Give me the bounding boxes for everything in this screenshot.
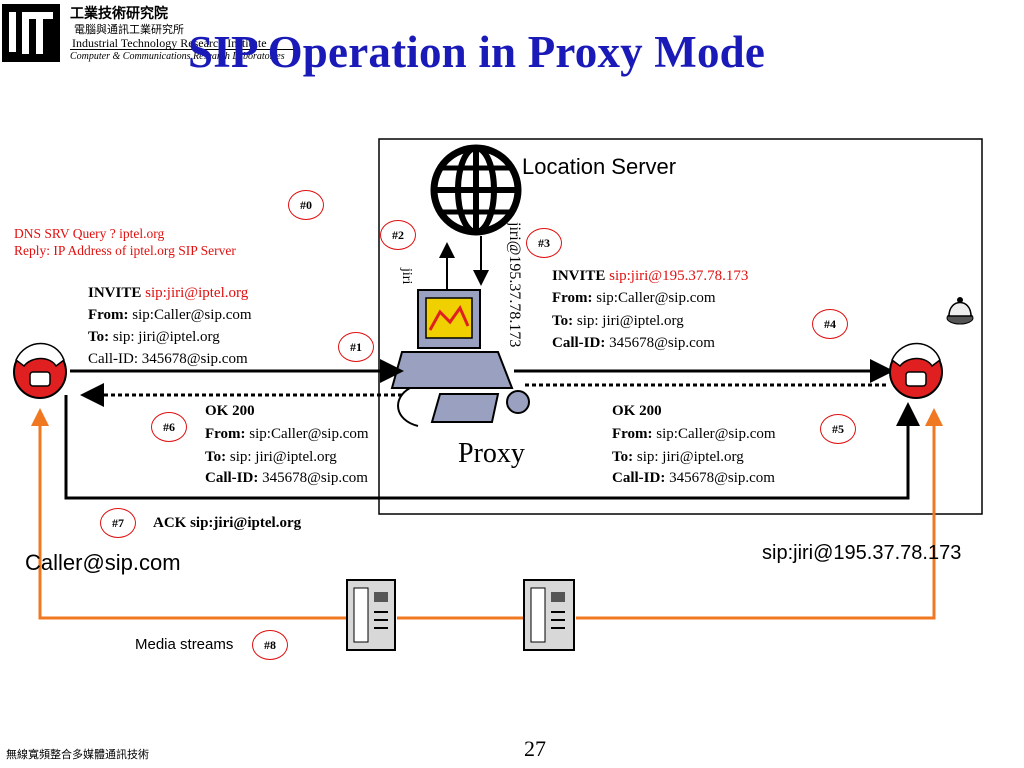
caller-address: Caller@sip.com xyxy=(25,550,181,575)
media-streams-label: Media streams xyxy=(135,636,234,653)
invite1-to-label: To: xyxy=(88,329,110,345)
arrow-7-ack xyxy=(64,395,920,500)
invite1-uri: sip:jiri@iptel.org xyxy=(145,285,249,301)
invite2-uri: sip:jiri@195.37.78.173 xyxy=(609,268,749,284)
invite2-callid-line: Call-ID: 345678@sip.com xyxy=(552,332,715,355)
globe-icon xyxy=(430,144,522,236)
proxy-label: Proxy xyxy=(458,438,525,469)
ok-right-from-value: sip:Caller@sip.com xyxy=(656,426,776,442)
invite1-from-line: From: sip:Caller@sip.com xyxy=(88,304,252,327)
ok-left-to-line: To: sip: jiri@iptel.org xyxy=(205,446,337,469)
step-badge-7: #7 xyxy=(100,508,136,538)
page-number: 27 xyxy=(524,736,546,761)
step-badge-3: #3 xyxy=(526,228,562,258)
org-name-en: Industrial Technology Research Institute xyxy=(72,36,267,50)
step-badge-4: #4 xyxy=(812,309,848,339)
logo-icon xyxy=(2,4,60,62)
server-icon-left xyxy=(346,579,396,651)
ok-right-from-line: From: sip:Caller@sip.com xyxy=(612,423,776,446)
ok-left-to-label: To: xyxy=(205,449,227,465)
location-uri-vertical: jiri@195.37.78.173 xyxy=(506,222,523,348)
step-badge-8: #8 xyxy=(252,630,288,660)
ok-right-callid-label: Call-ID: xyxy=(612,470,666,486)
step-badge-6: #6 xyxy=(151,412,187,442)
invite2-from-value: sip:Caller@sip.com xyxy=(596,290,716,306)
computer-icon xyxy=(390,289,530,427)
ack-label: ACK sip:jiri@iptel.org xyxy=(153,515,302,531)
bell-icon xyxy=(946,297,974,325)
step-badge-2: #2 xyxy=(380,220,416,250)
ok-right-to-label: To: xyxy=(612,449,634,465)
step-badge-0: #0 xyxy=(288,190,324,220)
invite2-to-value: sip: jiri@iptel.org xyxy=(576,313,684,329)
ok-right-callid-value: 345678@sip.com xyxy=(669,470,775,486)
footer-course-title: 無線寬頻整合多媒體通訊技術 xyxy=(6,749,149,761)
location-server-label: Location Server xyxy=(522,154,677,179)
invite2-line: INVITE sip:jiri@195.37.78.173 xyxy=(552,265,748,288)
org-divider xyxy=(70,49,296,50)
page-title: SIP Operation in Proxy Mode xyxy=(188,27,766,77)
invite1-from-label: From: xyxy=(88,307,129,323)
jiri-vertical: jiri xyxy=(399,268,414,285)
media-line-right xyxy=(576,520,936,620)
invite1-to-line: To: sip: jiri@iptel.org xyxy=(88,326,220,349)
ok-left-callid-value: 345678@sip.com xyxy=(262,470,368,486)
dns-reply: Reply: IP Address of iptel.org SIP Serve… xyxy=(14,243,236,258)
invite1-from-value: sip:Caller@sip.com xyxy=(132,307,252,323)
ok-right-to-value: sip: jiri@iptel.org xyxy=(636,449,744,465)
invite2-callid-label: Call-ID: xyxy=(552,335,606,351)
org-lab-en: Computer & Communications Research Labor… xyxy=(70,51,285,62)
ok-left-from-line: From: sip:Caller@sip.com xyxy=(205,423,369,446)
ok-left-from-label: From: xyxy=(205,426,246,442)
invite1-callid: Call-ID: 345678@sip.com xyxy=(88,351,248,367)
step-badge-5: #5 xyxy=(820,414,856,444)
media-line-left xyxy=(38,520,347,620)
ok-left-callid-line: Call-ID: 345678@sip.com xyxy=(205,467,368,490)
invite1-to-value: sip: jiri@iptel.org xyxy=(112,329,220,345)
invite2-method: INVITE xyxy=(552,268,606,284)
ok-left-from-value: sip:Caller@sip.com xyxy=(249,426,369,442)
ok-right-from-label: From: xyxy=(612,426,653,442)
step-badge-1: #1 xyxy=(338,332,374,362)
ok-right-to-line: To: sip: jiri@iptel.org xyxy=(612,446,744,469)
invite2-from-line: From: sip:Caller@sip.com xyxy=(552,287,716,310)
invite1-method: INVITE xyxy=(88,285,142,301)
invite2-to-label: To: xyxy=(552,313,574,329)
ok-right-callid-line: Call-ID: 345678@sip.com xyxy=(612,467,775,490)
org-name-cn: 工業技術研究院 xyxy=(70,7,168,22)
invite2-from-label: From: xyxy=(552,290,593,306)
invite1-line: INVITE sip:jiri@iptel.org xyxy=(88,282,248,305)
ok-left-to-value: sip: jiri@iptel.org xyxy=(229,449,337,465)
invite2-callid-value: 345678@sip.com xyxy=(609,335,715,351)
server-icon-right xyxy=(523,579,575,651)
phone-icon-caller xyxy=(13,342,67,399)
org-sub-cn: 電腦與通訊工業研究所 xyxy=(74,24,184,36)
ok-right-status: OK 200 xyxy=(612,403,662,419)
invite2-to-line: To: sip: jiri@iptel.org xyxy=(552,310,684,333)
location-server-box xyxy=(378,138,983,515)
ok-left-status: OK 200 xyxy=(205,403,255,419)
phone-icon-callee xyxy=(889,342,943,399)
callee-address: sip:jiri@195.37.78.173 xyxy=(762,542,962,564)
dns-query: DNS SRV Query ? iptel.org xyxy=(14,226,165,241)
ok-left-callid-label: Call-ID: xyxy=(205,470,259,486)
